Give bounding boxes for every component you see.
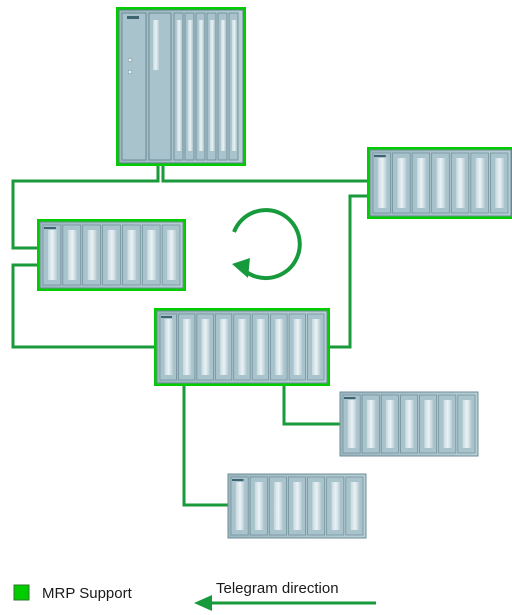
link-cpu-to-right — [161, 166, 370, 183]
module-window — [456, 158, 465, 208]
module-window — [377, 158, 387, 208]
link-center-to-lower-right — [282, 383, 340, 426]
module-window — [187, 20, 193, 151]
mrp-support-swatch-icon — [13, 584, 30, 601]
link-right-to-center — [327, 194, 370, 349]
module-window — [127, 230, 137, 280]
module-window — [475, 158, 485, 208]
circular-arrow-icon — [232, 208, 302, 281]
network-links — [11, 166, 370, 507]
module-window — [167, 230, 177, 280]
device-station-lower-right — [339, 391, 479, 457]
module-window — [424, 400, 433, 448]
cpu-module — [148, 12, 172, 161]
module-window — [147, 230, 157, 280]
module-window — [397, 158, 407, 208]
link-left-to-center — [11, 263, 157, 349]
telegram-arrow-icon — [194, 595, 376, 611]
module-window — [495, 158, 505, 208]
status-led — [44, 227, 56, 229]
module-window — [405, 400, 414, 448]
status-led — [161, 316, 173, 318]
module-window — [386, 400, 395, 448]
module-window — [312, 319, 321, 375]
power-module — [121, 12, 147, 161]
device-station-bottom — [227, 473, 367, 539]
device-station-right — [367, 147, 512, 219]
module-window — [443, 400, 453, 448]
module-window — [417, 158, 426, 208]
status-led — [232, 479, 244, 481]
status-led — [344, 397, 356, 399]
mrp-support-label: MRP Support — [42, 585, 133, 602]
module-window — [220, 20, 226, 151]
module-window — [293, 482, 302, 530]
module-window — [254, 482, 264, 530]
module-window — [231, 20, 237, 151]
telegram-direction-label: Telegram direction — [216, 580, 339, 597]
module-window — [366, 400, 376, 448]
module-window — [350, 482, 360, 530]
module-window — [47, 230, 57, 280]
module-window — [182, 319, 192, 375]
module-window — [331, 482, 341, 530]
module-window — [274, 482, 283, 530]
module-window — [201, 319, 210, 375]
module-window — [275, 319, 284, 375]
module-window — [219, 319, 229, 375]
link-cpu-to-left — [11, 166, 160, 250]
legend: MRP Support Telegram direction — [13, 580, 376, 611]
module-window — [198, 20, 204, 151]
status-led — [374, 155, 386, 157]
module-window — [235, 482, 245, 530]
module-window — [164, 319, 173, 375]
module-window — [436, 158, 446, 208]
module-window — [293, 319, 302, 375]
device-station-left — [37, 219, 186, 291]
status-led — [127, 16, 139, 19]
module-window — [176, 20, 182, 151]
module-window — [107, 230, 117, 280]
module-window — [67, 230, 77, 280]
module-window — [312, 482, 321, 530]
link-center-to-bottom — [182, 383, 228, 507]
device-station-center — [154, 308, 330, 386]
module-window — [209, 20, 215, 151]
module-window — [462, 400, 472, 448]
module-window — [256, 319, 266, 375]
device-cpu-rack — [116, 7, 246, 166]
module-window — [87, 230, 97, 280]
module-window — [347, 400, 357, 448]
module-window — [238, 319, 247, 375]
